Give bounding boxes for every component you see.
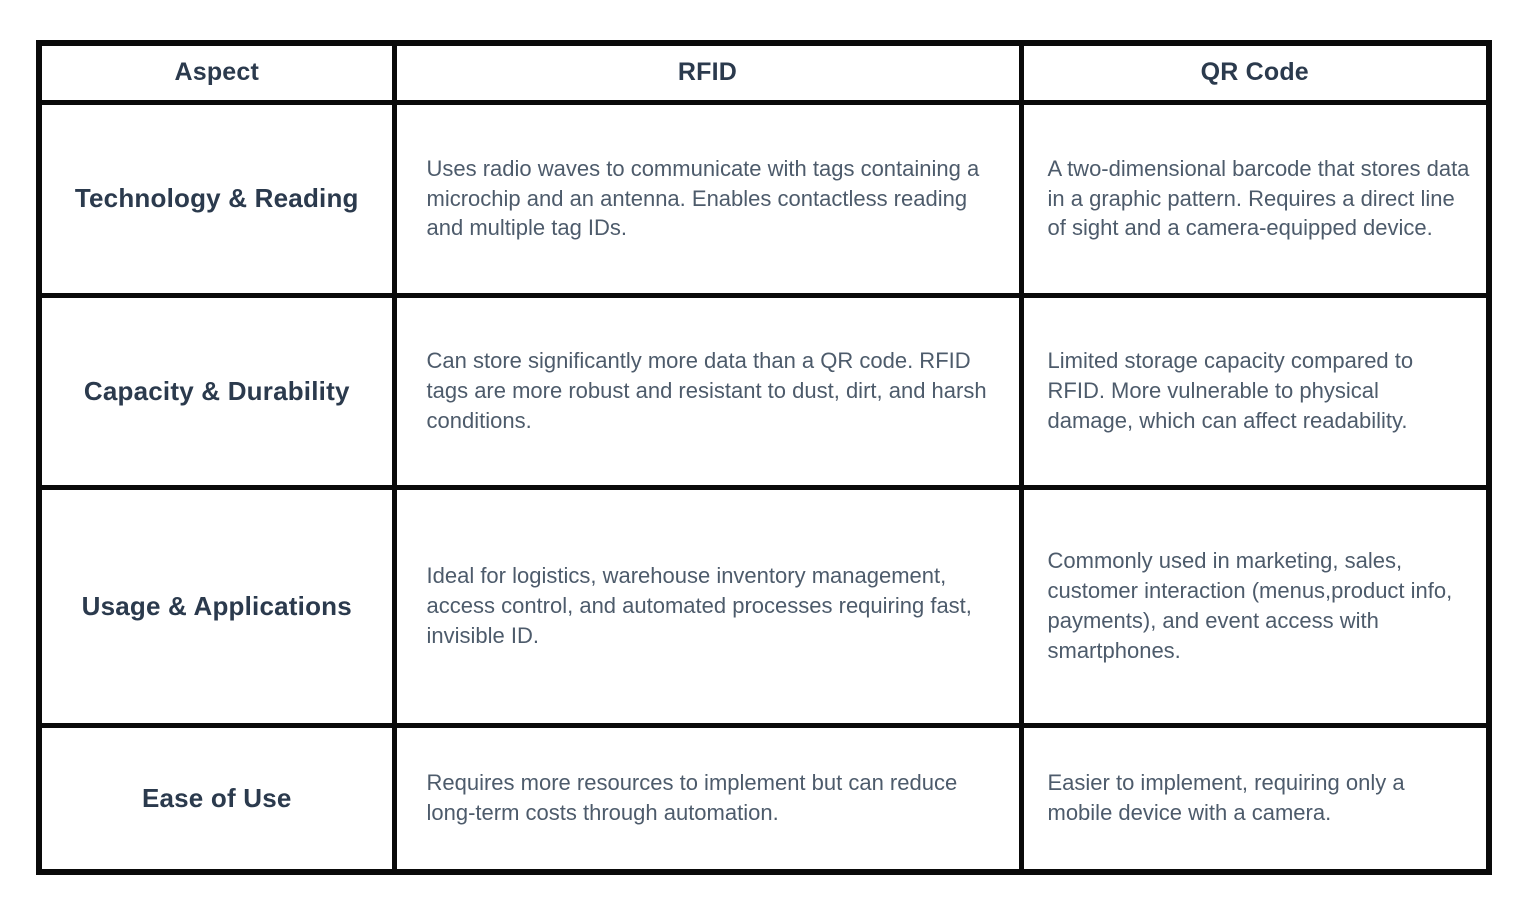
rfid-cell: Requires more resources to implement but… — [391, 722, 1024, 875]
qr-code-cell: Commonly used in marketing, sales, custo… — [1018, 484, 1492, 728]
column-header-qr-code: QR Code — [1018, 40, 1492, 105]
rfid-cell: Can store significantly more data than a… — [391, 292, 1024, 490]
qr-code-cell: Limited storage capacity compared to RFI… — [1018, 292, 1492, 490]
table-row-capacity-durability: Capacity & Durability Can store signific… — [36, 292, 1492, 490]
column-header-aspect: Aspect — [36, 40, 397, 105]
table-row-usage-applications: Usage & Applications Ideal for logistics… — [36, 484, 1492, 728]
row-label: Usage & Applications — [36, 484, 397, 728]
table-row-ease-of-use: Ease of Use Requires more resources to i… — [36, 722, 1492, 875]
rfid-cell: Uses radio waves to communicate with tag… — [391, 99, 1024, 298]
comparison-table: Aspect RFID QR Code Technology & Reading… — [36, 40, 1492, 875]
qr-code-cell: A two-dimensional barcode that stores da… — [1018, 99, 1492, 298]
qr-code-cell: Easier to implement, requiring only a mo… — [1018, 722, 1492, 875]
column-header-rfid: RFID — [391, 40, 1024, 105]
table-row-technology-reading: Technology & Reading Uses radio waves to… — [36, 99, 1492, 298]
rfid-cell: Ideal for logistics, warehouse inventory… — [391, 484, 1024, 728]
header-row: Aspect RFID QR Code — [36, 40, 1492, 105]
row-label: Technology & Reading — [36, 99, 397, 298]
row-label: Capacity & Durability — [36, 292, 397, 490]
row-label: Ease of Use — [36, 722, 397, 875]
